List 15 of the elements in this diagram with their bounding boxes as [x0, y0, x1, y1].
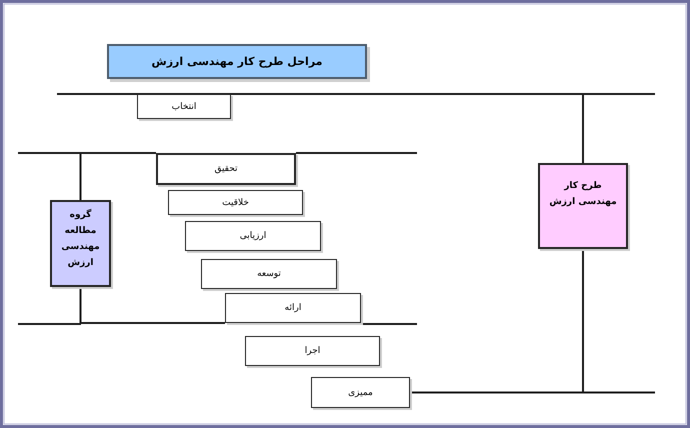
process-box: گروه مطالعه مهندسی ارزش	[50, 200, 111, 287]
process-box: توسعه	[201, 259, 337, 289]
connector-line	[80, 287, 225, 324]
process-box: خلاقیت	[168, 190, 303, 215]
connector-line	[80, 152, 156, 200]
process-box: ارزیابی	[185, 221, 321, 251]
process-box: طرح کار مهندسی ارزش	[538, 163, 628, 249]
process-box: تحقیق	[156, 153, 296, 185]
process-box: اجرا	[245, 336, 380, 366]
process-box: ارائه	[225, 293, 361, 323]
connector-line	[231, 93, 584, 163]
title-box: مراحل طرح کار مهندسی ارزش	[107, 44, 367, 79]
process-box: انتخاب	[137, 94, 231, 119]
process-box: ممیزی	[311, 377, 410, 408]
connector-line	[410, 249, 584, 394]
